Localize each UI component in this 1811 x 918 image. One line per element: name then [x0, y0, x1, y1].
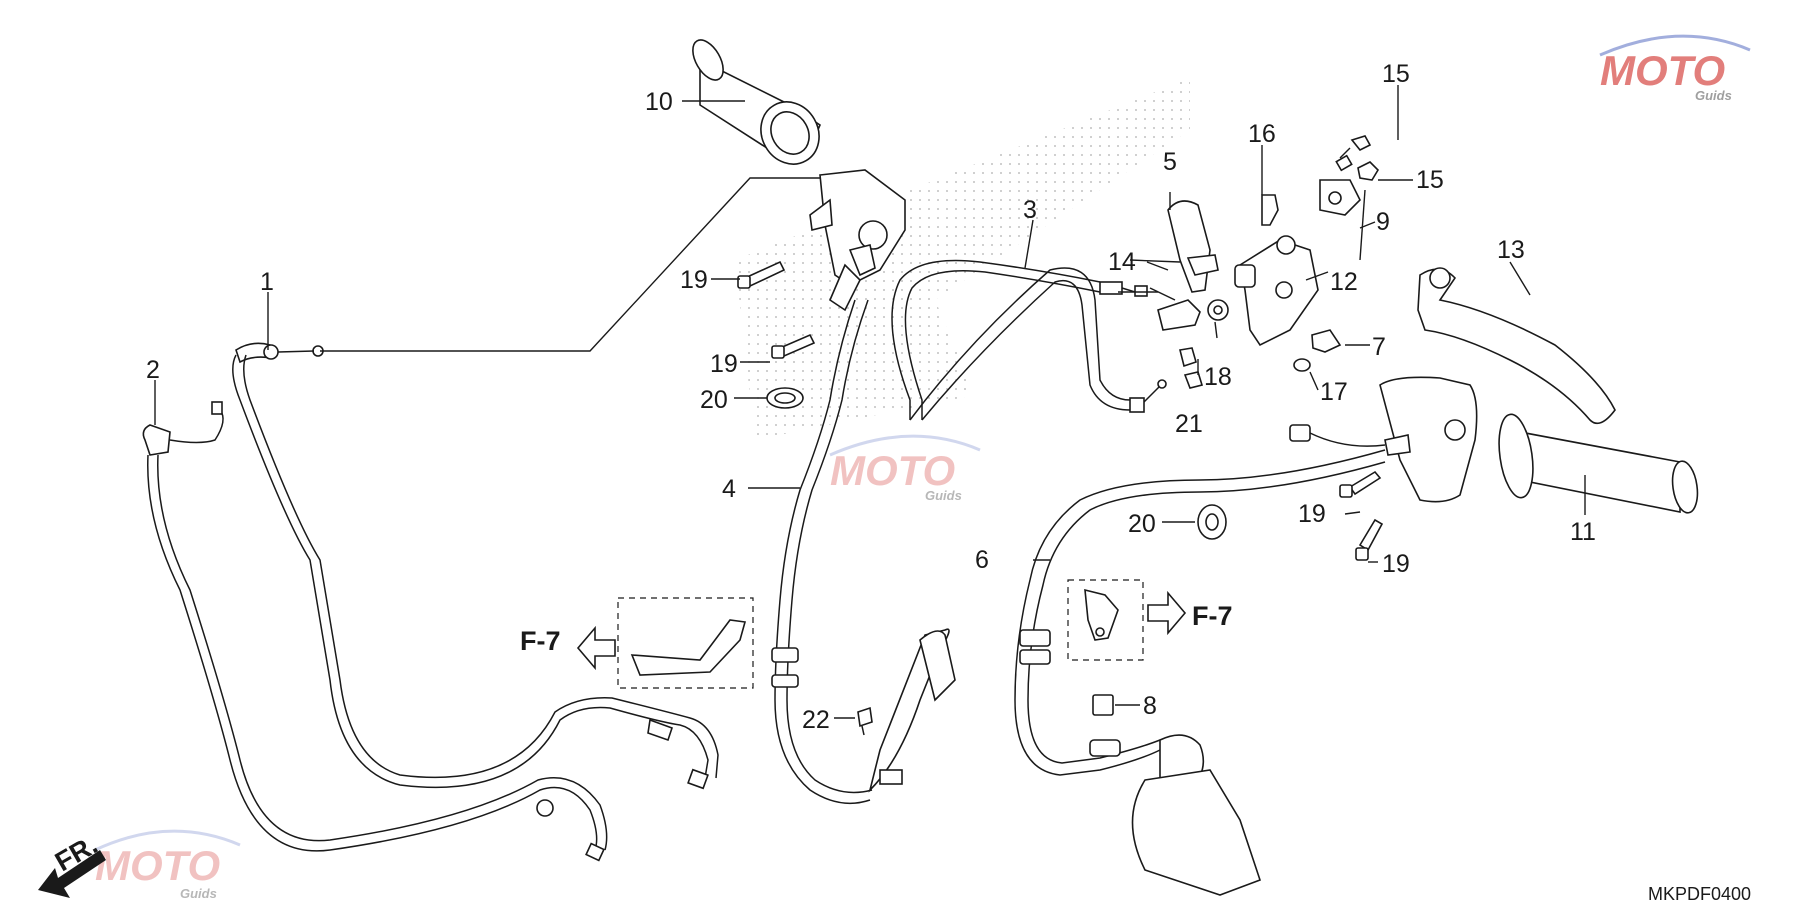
- callout-labels: 10 1 2 3 4 5 6 7 8 9 11 12 13 14 15 15 1…: [146, 60, 1596, 734]
- left-switch-wire: [1014, 449, 1386, 896]
- callout-3: 3: [1023, 196, 1037, 224]
- ref-box-left: [576, 597, 754, 689]
- clutch-cable: [891, 259, 1176, 421]
- callout-12: 12: [1330, 268, 1358, 296]
- callout-17: 17: [1320, 378, 1348, 406]
- callout-20a: 20: [700, 386, 728, 414]
- diagram-code: MKPDF0400: [1648, 884, 1751, 904]
- watermark-bottom-left: MOTO Guids: [94, 829, 241, 901]
- svg-text:MOTO: MOTO: [95, 842, 220, 889]
- watermark-top-right: MOTO Guids: [1599, 34, 1751, 103]
- ref-box-right: [1067, 579, 1187, 661]
- callout-13: 13: [1497, 236, 1525, 264]
- left-switch-housing: [1289, 376, 1478, 503]
- callout-19d: 19: [1382, 550, 1410, 578]
- callout-20b: 20: [1128, 510, 1156, 538]
- callout-8: 8: [1143, 692, 1157, 720]
- clutch-lever: [1417, 267, 1616, 425]
- callout-14: 14: [1108, 248, 1136, 276]
- callout-1: 1: [260, 268, 274, 296]
- callout-2: 2: [146, 356, 160, 384]
- dotted-background-band: [735, 78, 1190, 440]
- callout-7: 7: [1372, 333, 1386, 361]
- callout-11: 11: [1570, 518, 1596, 546]
- ref-label-left: F-7: [520, 626, 561, 656]
- right-switch-wire: [771, 299, 956, 805]
- callout-22: 22: [802, 706, 830, 734]
- right-switch-housing: [809, 169, 906, 312]
- callout-19a: 19: [680, 266, 708, 294]
- callout-5: 5: [1163, 148, 1177, 176]
- ref-label-right: F-7: [1192, 601, 1233, 631]
- watermark-center: MOTO Guids: [829, 434, 981, 503]
- callout-19b: 19: [710, 350, 738, 378]
- callout-9: 9: [1376, 208, 1390, 236]
- svg-text:Guids: Guids: [1695, 88, 1732, 103]
- callout-4: 4: [722, 475, 736, 503]
- callout-18: 18: [1204, 363, 1232, 391]
- throttle-grip: [692, 39, 821, 165]
- bolts-and-clamps: [737, 260, 1384, 736]
- callout-10: 10: [645, 88, 673, 116]
- svg-text:Guids: Guids: [180, 886, 217, 901]
- svg-text:Guids: Guids: [925, 488, 962, 503]
- callout-6: 6: [975, 546, 989, 574]
- svg-text:MOTO: MOTO: [830, 447, 955, 494]
- leader-lines: [154, 85, 1586, 719]
- callout-15b: 15: [1416, 166, 1444, 194]
- left-grip: [1498, 413, 1699, 514]
- callout-21: 21: [1175, 410, 1203, 438]
- callout-15a: 15: [1382, 60, 1410, 88]
- lever-bracket-assembly: [1157, 135, 1380, 372]
- throttle-cables: [142, 342, 719, 862]
- callout-16: 16: [1248, 120, 1276, 148]
- callout-19c: 19: [1298, 500, 1326, 528]
- svg-text:MOTO: MOTO: [1600, 47, 1725, 94]
